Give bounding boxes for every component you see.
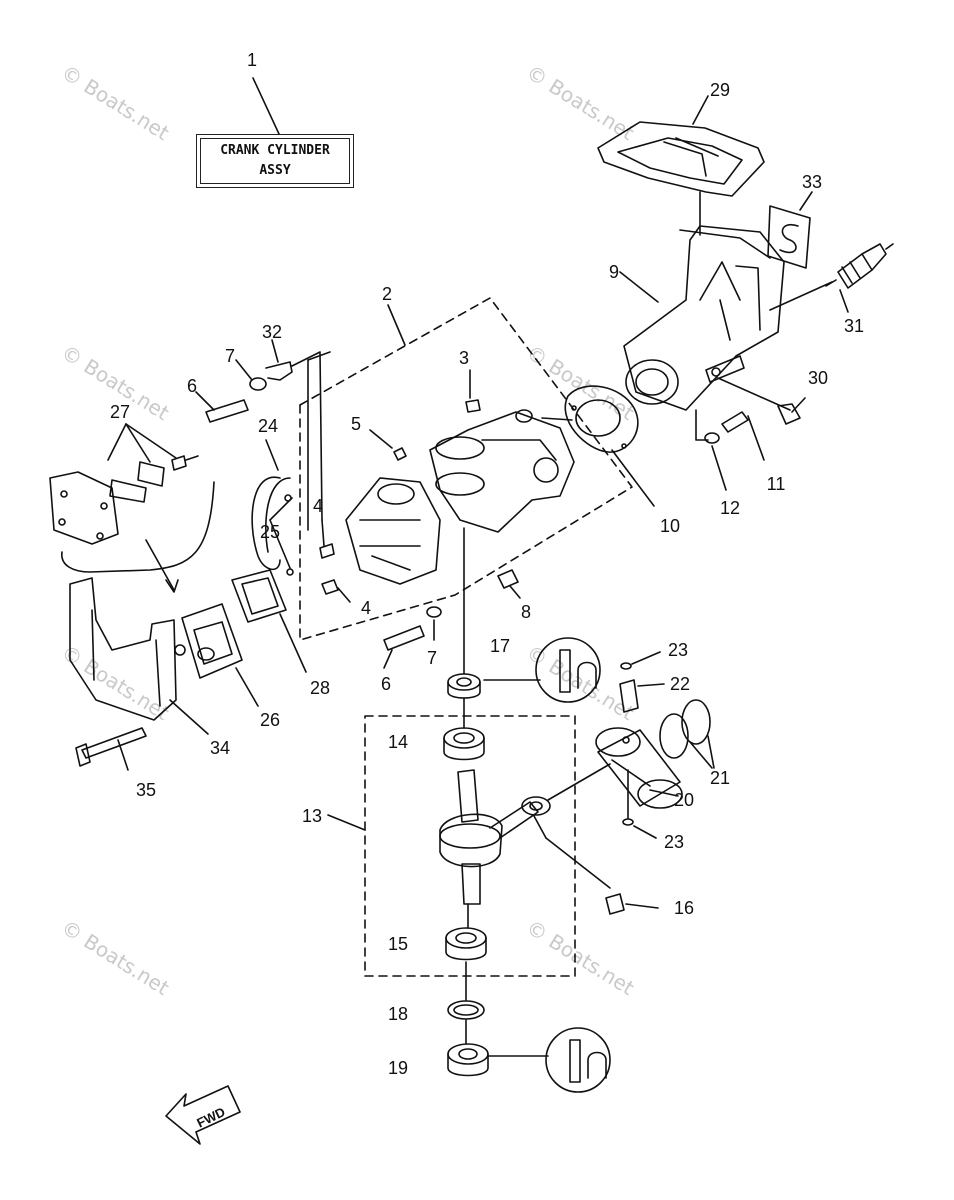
callout-14: 14 [388, 732, 408, 752]
exhaust-gasket [231, 569, 287, 623]
piston-ring [659, 713, 689, 759]
callout-31: 31 [844, 316, 864, 336]
grease-symbol-icon [545, 1027, 611, 1093]
callout-19: 19 [388, 1058, 408, 1078]
callout-18: 18 [388, 1004, 408, 1024]
callout-24: 24 [258, 416, 278, 436]
piston [595, 727, 683, 809]
callout-33: 33 [802, 172, 822, 192]
crankcase-left [345, 477, 441, 585]
fwd-arrow-icon [165, 1085, 241, 1145]
callout-6: 6 [187, 376, 197, 396]
callout-23: 23 [664, 832, 684, 852]
callout-3: 3 [459, 348, 469, 368]
callout-15: 15 [388, 934, 408, 954]
crankcase-right [429, 409, 575, 533]
callout-23: 23 [668, 640, 688, 660]
spark-plug [825, 243, 894, 289]
fwd-label: FWD [194, 1104, 227, 1130]
assembly-label: CRANK CYLINDER ASSY [196, 134, 354, 188]
callout-4: 4 [361, 598, 371, 618]
water-hose [251, 476, 281, 571]
callout-21: 21 [710, 768, 730, 788]
thrust-washer [447, 1000, 485, 1020]
callout-13: 13 [302, 806, 322, 826]
exhaust-cover [181, 603, 243, 679]
upper-oil-seal [447, 673, 481, 699]
callout-34: 34 [210, 738, 230, 758]
callout-10: 10 [660, 516, 680, 536]
upper-bearing [443, 727, 485, 761]
lower-bearing [445, 927, 487, 961]
needle-bearing [605, 893, 625, 915]
callout-6: 6 [381, 674, 391, 694]
callout-11: 11 [767, 474, 786, 494]
callout-5: 5 [351, 414, 361, 434]
callout-7: 7 [225, 346, 235, 366]
callout-26: 26 [260, 710, 280, 730]
callout-8: 8 [521, 602, 531, 622]
grease-symbol-icon [535, 637, 601, 703]
callout-2: 2 [382, 284, 392, 304]
callout-27: 27 [110, 402, 130, 422]
crankshaft [439, 769, 551, 929]
callout-9: 9 [609, 262, 619, 282]
callout-4: 4 [313, 496, 323, 516]
callout-28: 28 [310, 678, 330, 698]
cylinder-housing [623, 225, 785, 411]
callout-25: 25 [260, 522, 280, 542]
piston-ring [681, 699, 711, 745]
callout-1: 1 [247, 50, 257, 70]
callout-20: 20 [674, 790, 694, 810]
callout-30: 30 [808, 368, 828, 388]
callout-7: 7 [427, 648, 437, 668]
callout-35: 35 [136, 780, 156, 800]
callout-32: 32 [262, 322, 282, 342]
callout-12: 12 [720, 498, 740, 518]
callout-17: 17 [490, 636, 510, 656]
mount-bracket [69, 577, 177, 721]
cover-plate [597, 121, 765, 197]
callout-16: 16 [674, 898, 694, 918]
piston-pin [619, 679, 639, 713]
callout-22: 22 [670, 674, 690, 694]
callout-29: 29 [710, 80, 730, 100]
lower-oil-seal [447, 1043, 489, 1077]
cylinder-gasket [564, 385, 639, 453]
label-tag-s [767, 205, 811, 269]
